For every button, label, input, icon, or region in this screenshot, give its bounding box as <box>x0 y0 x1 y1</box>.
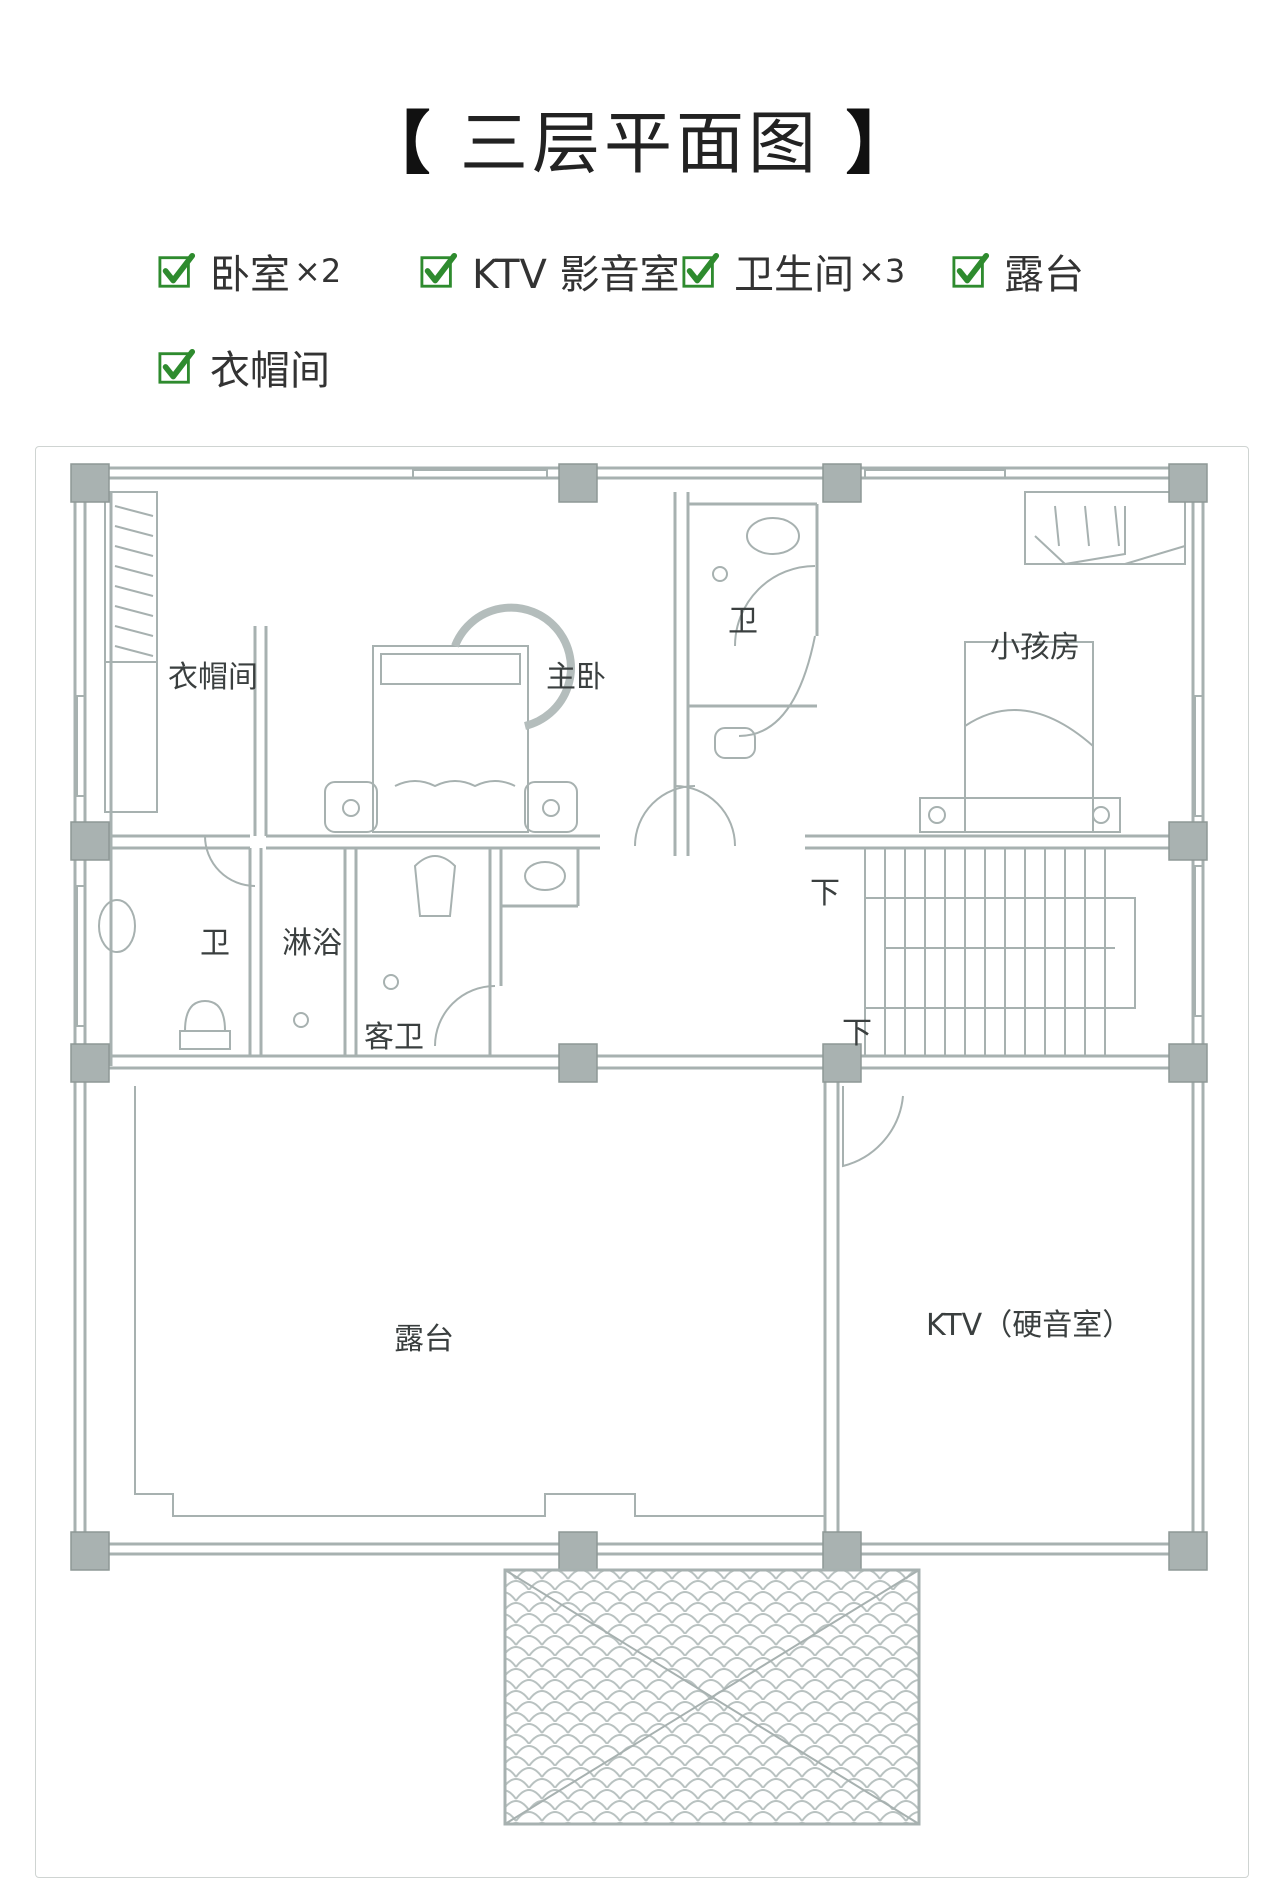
stairs-down-label-2: 下 <box>842 1016 872 1051</box>
floor-plan-drawing <box>70 463 1208 1826</box>
feature-label: 卧室 <box>210 252 290 298</box>
stairs-down-label-1: 下 <box>810 876 840 911</box>
feature-label: KTV 影音室 <box>472 252 680 298</box>
feature-item-bathroom: 卫生间 ×3 <box>682 242 905 300</box>
checkmark-icon <box>158 348 196 384</box>
title-text: 三层平面图 <box>459 105 820 184</box>
feature-item-closet: 衣帽间 <box>158 338 330 396</box>
page-title: 【 三层平面图 】 <box>0 88 1280 187</box>
room-label-shower: 淋浴 <box>282 926 342 961</box>
floor-plan-frame <box>35 446 1249 1878</box>
feature-label: 卫生间 <box>734 252 854 298</box>
room-label-kids-room: 小孩房 <box>990 630 1080 665</box>
room-label-guest-bath: 客卫 <box>364 1020 424 1055</box>
room-label-terrace: 露台 <box>394 1322 454 1357</box>
title-bracket-open: 【 <box>362 105 435 184</box>
room-label-bath-left: 卫 <box>200 926 230 961</box>
checkmark-icon <box>682 252 720 288</box>
room-label-bath-top: 卫 <box>728 604 758 639</box>
feature-item-bedroom: 卧室 ×2 <box>158 242 341 300</box>
checkmark-icon <box>158 252 196 288</box>
room-label-master-bedroom: 主卧 <box>546 660 606 695</box>
feature-count: ×2 <box>294 252 342 290</box>
feature-item-terrace: 露台 <box>952 242 1084 300</box>
feature-count: ×3 <box>858 252 906 290</box>
feature-label: 露台 <box>1004 252 1084 298</box>
feature-item-ktv: KTV 影音室 <box>420 242 680 300</box>
checkmark-icon <box>952 252 990 288</box>
feature-label: 衣帽间 <box>210 348 330 394</box>
checkmark-icon <box>420 252 458 288</box>
room-label-ktv: KTV（硬音室） <box>926 1308 1133 1343</box>
room-label-closet: 衣帽间 <box>168 660 258 695</box>
title-bracket-close: 】 <box>845 105 918 184</box>
